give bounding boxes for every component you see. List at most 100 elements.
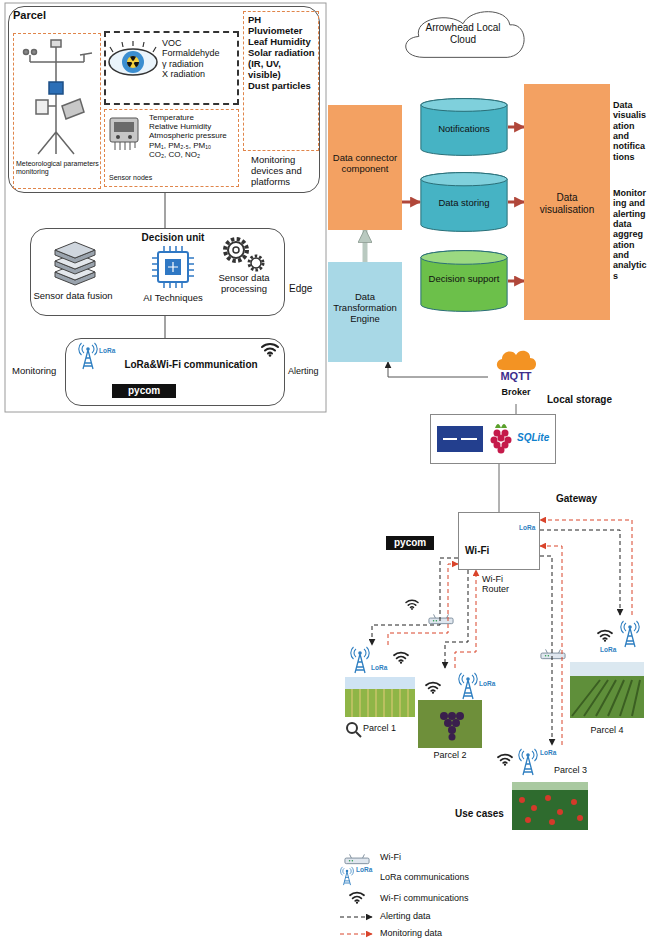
weather-station	[24, 40, 93, 154]
panel-title: Local storage	[547, 394, 619, 406]
antenna-label: LoRa	[519, 524, 535, 531]
panel-title: Decision unit	[128, 232, 218, 244]
flow-arrow	[508, 201, 524, 204]
alerting-arrow	[445, 570, 468, 668]
parcel-tile: Parcel 4	[570, 615, 644, 741]
legend-text: Alerting data	[380, 911, 431, 921]
legend-text: Wi-Fi communications	[380, 893, 469, 903]
alerting-arrow	[540, 556, 552, 745]
side-label: Data visualisation and notifications	[613, 100, 647, 162]
plain-line	[164, 193, 165, 228]
list-item: Relative Humidity	[149, 122, 236, 131]
parcel-4-image	[570, 662, 644, 718]
legend-text: LoRa communications	[380, 872, 469, 882]
radiation-eye-icon	[109, 41, 157, 75]
box-label: Data Transformation Engine	[331, 292, 399, 325]
monitoring-arrow	[540, 546, 562, 745]
left-frame	[5, 3, 326, 412]
lora-antenna-icon	[351, 647, 369, 673]
broker-icon: MQTT Broker	[488, 350, 544, 404]
wifi-icon	[598, 631, 612, 642]
icon-caption: Broker	[490, 387, 542, 397]
parcel-label: Parcel 1	[363, 723, 415, 733]
parcel-label: Parcel 4	[570, 725, 644, 735]
antenna-label: LoRa	[356, 866, 372, 873]
engine-box: Data Transformation Engine	[328, 262, 402, 362]
monitoring-arrow	[455, 570, 476, 668]
legend-alerting-line	[340, 917, 372, 918]
list-item: PH	[248, 15, 315, 26]
cloud-shape: Arrowhead Local Cloud	[398, 4, 528, 62]
ai-chip-icon	[152, 246, 194, 288]
box-label: Wi-Fi	[465, 545, 505, 557]
antenna-label: LoRa	[600, 646, 616, 653]
component-box: Data connector component	[328, 105, 402, 230]
logo-label: pycom	[386, 536, 434, 550]
wifi-icon	[262, 344, 278, 357]
parcel-tile: Parcel 1	[345, 645, 415, 737]
cylinder-label: Decision support	[424, 274, 504, 285]
edge-panel: Decision unitSensor data fusionAI Techni…	[30, 228, 285, 316]
database-cylinder: Notifications	[420, 98, 508, 156]
panel-title: Parcel	[13, 9, 73, 22]
plain-line	[516, 404, 517, 414]
radiation-box: VOCFormaldehydeγ radiationX radiation	[104, 31, 239, 105]
magnifier-icon	[347, 723, 361, 737]
plain-line	[164, 316, 165, 338]
panel-title: Gateway	[556, 493, 616, 505]
data-fusion-icon	[55, 242, 95, 285]
list-item: VOC	[162, 38, 235, 48]
list-item: Atmospheric pressure	[149, 131, 236, 140]
router-icon	[429, 614, 453, 623]
monitoring-arrow	[540, 520, 632, 615]
parcel-tile: Parcel 3	[512, 745, 588, 833]
logo-text: MQTT	[490, 370, 542, 383]
legend-router-icon	[345, 854, 369, 863]
panel-caption: Monitoring devices and platforms	[251, 155, 319, 188]
sensor-node-icon	[110, 118, 138, 150]
flow-arrow	[402, 201, 420, 204]
legend-wifi-icon	[350, 893, 364, 904]
flow-arrow	[388, 362, 488, 377]
list-item: X radiation	[162, 69, 235, 79]
wifi-icon	[394, 653, 408, 664]
list-item: Temperature	[149, 113, 236, 122]
parcel-2-image	[418, 700, 482, 748]
panel-title: LoRa&Wi-Fi communication	[116, 359, 266, 371]
lora-antenna-icon	[459, 673, 477, 699]
list-item: CO₂, CO, NO₂	[149, 150, 236, 159]
caption: Meteorological parameters monitoring	[16, 160, 100, 176]
gears-icon	[225, 239, 263, 270]
database-cylinder: Decision support	[420, 250, 508, 312]
parameter-box: PHPluviometerLeaf HumiditySolar radiatio…	[243, 11, 319, 151]
logo-label: pycom	[112, 384, 176, 398]
storage-box: Local storageSQLite	[430, 414, 556, 464]
raspberry-pi-logo	[491, 424, 512, 454]
lora-antenna-icon	[621, 621, 639, 647]
antenna-label: LoRa	[99, 347, 115, 354]
antenna-label: LoRa	[540, 749, 556, 756]
list-item: Pluviometer	[248, 26, 315, 37]
box-label: Data connector component	[331, 153, 399, 175]
panel-side-title: Edge	[289, 283, 319, 295]
cylinder-label: Data storing	[424, 198, 504, 209]
mqtt-cloud-icon	[497, 351, 536, 370]
section-label: Use cases	[455, 808, 504, 820]
logo-text: SQLite	[517, 432, 555, 444]
box-label: Data visualisation	[528, 192, 606, 215]
monitoring-arrow	[388, 564, 458, 645]
legend-text: Monitoring data	[380, 928, 442, 938]
text-stack: TemperatureRelative HumidityAtmospheric …	[105, 110, 238, 161]
text-stack: PHPluviometerLeaf HumiditySolar radiatio…	[244, 12, 318, 94]
flow-arrow	[508, 126, 524, 129]
cloud-label: Arrowhead Local Cloud	[420, 22, 506, 45]
flow-arrow	[508, 280, 524, 283]
parcel-3-image	[512, 782, 588, 830]
lora-antenna-icon	[519, 749, 537, 775]
cylinder-label: Notifications	[424, 124, 504, 135]
router-icon	[541, 649, 565, 658]
flow-arrow	[363, 230, 368, 262]
parcel-1-image	[345, 677, 415, 717]
